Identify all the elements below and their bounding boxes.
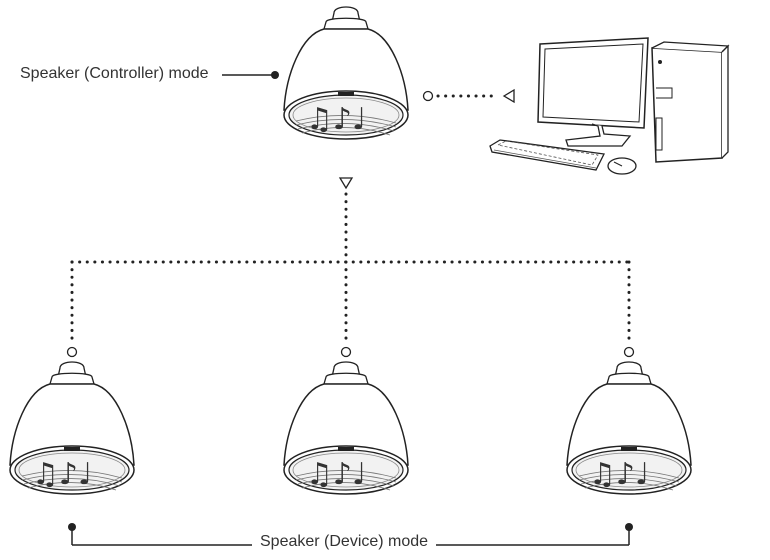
triangle-arrow-icon [502,88,515,104]
triangle-arrow-icon [338,177,354,190]
music-notes-icon: ♫♪♩ [306,457,366,492]
music-notes-icon: ♫♪♩ [32,457,92,492]
connection-lines [70,94,631,346]
controller-speaker-icon: ♫♪♩ [283,6,409,140]
keyboard-icon [489,139,605,171]
device-speaker-icon-center: ♫♪♩ [283,361,409,495]
device-speaker-icon-left: ♫♪♩ [9,361,135,495]
music-notes-icon: ♫♪♩ [589,457,649,492]
desktop-computer-icon [489,37,730,175]
device-speaker-icon-right: ♫♪♩ [566,361,692,495]
controller-mode-label: Speaker (Controller) mode [20,65,209,83]
mouse-icon [607,157,637,175]
music-notes-icon: ♫♪♩ [306,102,366,137]
device-mode-label: Speaker (Device) mode [252,533,437,551]
